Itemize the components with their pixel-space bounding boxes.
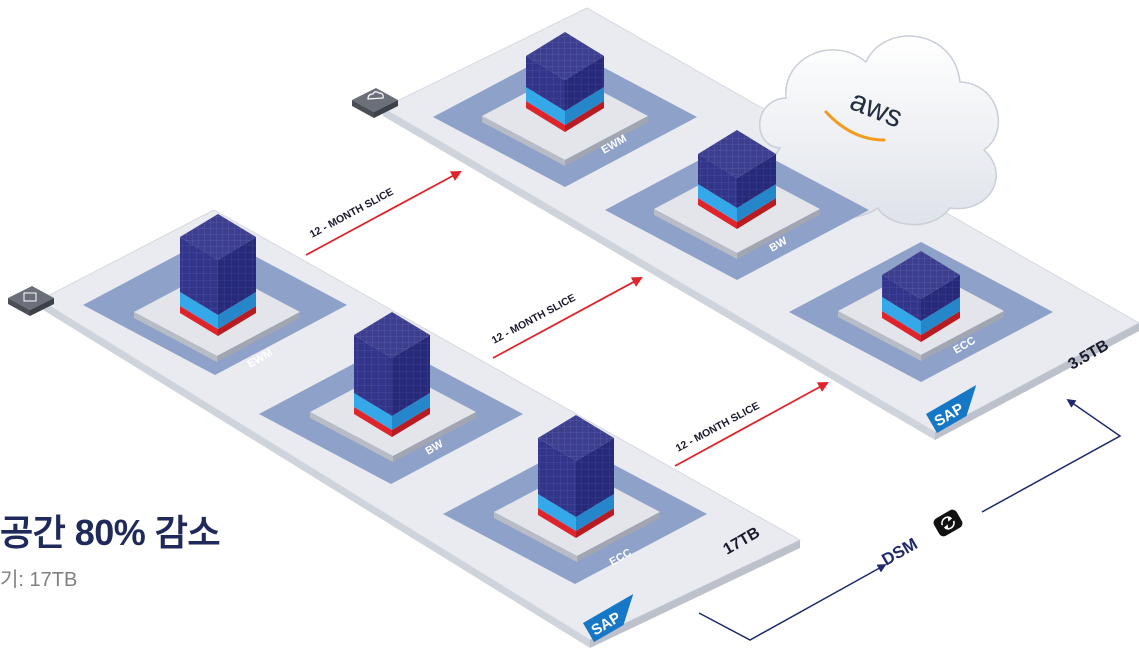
aws-cloud: aws xyxy=(758,35,1000,226)
source-module-bw: BW xyxy=(259,312,523,484)
source-module-ewm: EWM xyxy=(83,214,347,375)
aws-smile-icon xyxy=(824,110,886,142)
target-module-bw: BW xyxy=(605,130,869,280)
source-module-ecc: ECC xyxy=(443,415,707,584)
sync-icon xyxy=(933,509,963,537)
slice-arrow-ecc-label: 12 - MONTH SLICE xyxy=(674,400,762,455)
dsm-sync-path: DSM xyxy=(698,398,1122,641)
target-module-ecc: ECC xyxy=(789,242,1053,382)
cloud-appliance-icon xyxy=(352,88,398,118)
summary-heading: 공간 80% 감소 xyxy=(0,512,221,553)
source-appliance-icon xyxy=(8,286,54,316)
slice-arrow-ecc: 12 - MONTH SLICE xyxy=(674,381,829,467)
slice-arrow-bw: 12 - MONTH SLICE xyxy=(490,276,643,359)
target-module-ewm: EWM xyxy=(433,32,697,187)
dsm-label: DSM xyxy=(879,534,921,569)
slice-arrow-ewm: 12 - MONTH SLICE xyxy=(305,170,462,256)
summary-subheading: 기: 17TB xyxy=(0,569,78,591)
